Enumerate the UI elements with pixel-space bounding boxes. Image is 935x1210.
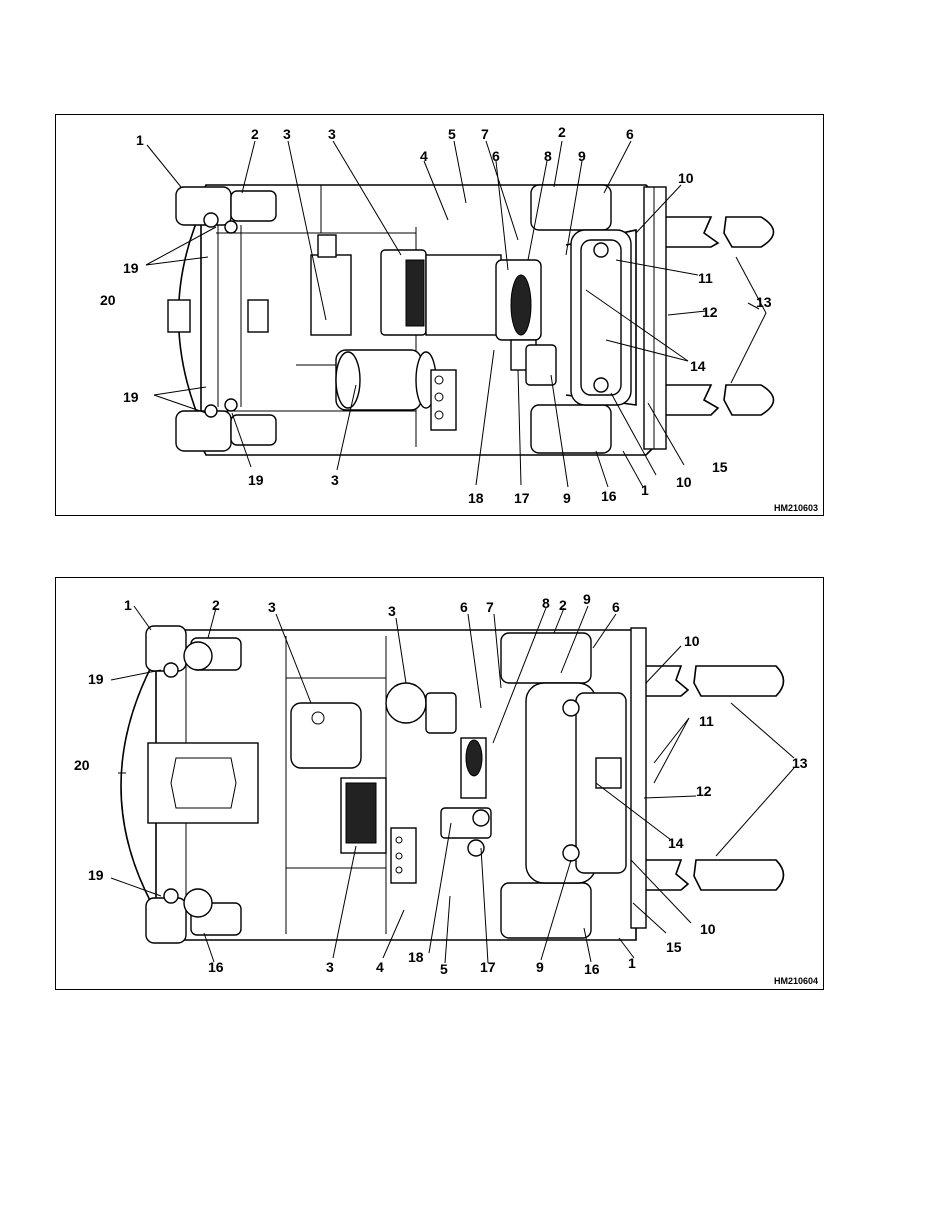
leader-lines	[145, 140, 767, 488]
callout-9: 9	[578, 148, 586, 164]
callout-1: 1	[641, 482, 649, 498]
front-axle-assembly	[530, 184, 637, 454]
callout-9: 9	[536, 959, 544, 975]
hydraulic-pump	[440, 737, 492, 857]
terminal-block	[390, 827, 417, 884]
callout-5: 5	[448, 126, 456, 142]
callout-6: 6	[612, 599, 620, 615]
callout-3: 3	[388, 603, 396, 619]
figure-id-label: HM210604	[774, 976, 818, 986]
control-box	[310, 234, 352, 336]
callout-10: 10	[700, 921, 716, 937]
hydraulic-pump	[495, 259, 557, 386]
callout-2: 2	[251, 126, 259, 142]
callout-5: 5	[440, 961, 448, 977]
drive-motor	[290, 702, 362, 769]
callout-16: 16	[584, 961, 600, 977]
pump-motor	[380, 249, 427, 336]
callout-10: 10	[684, 633, 700, 649]
pump-motor	[340, 777, 387, 854]
truck-chassis-diagram-top: 1 2 3 3 4 5 7 8 2 9 6 6 10 19 11 13 20 1…	[100, 124, 818, 513]
diagram-panel-bottom: 1 2 3 3 6 7 8 2 9 6 10 19 11 20 13 12 14…	[55, 577, 824, 990]
callout-17: 17	[514, 490, 530, 506]
callout-3: 3	[328, 126, 336, 142]
callout-15: 15	[666, 939, 682, 955]
callout-15: 15	[712, 459, 728, 475]
callout-4: 4	[420, 148, 428, 164]
diagram-panel-top: 1 2 3 3 4 5 7 8 2 9 6 6 10 19 11 13 20 1…	[55, 114, 824, 516]
callout-18: 18	[408, 949, 424, 965]
front-axle-assembly	[500, 632, 627, 939]
callout-6: 6	[626, 126, 634, 142]
callout-8: 8	[542, 595, 550, 611]
callout-17: 17	[480, 959, 496, 975]
leader-lines	[110, 605, 795, 964]
fork-lower	[646, 859, 785, 891]
callout-4: 4	[376, 959, 384, 975]
callout-7: 7	[481, 126, 489, 142]
callout-19: 19	[88, 671, 104, 687]
callout-12: 12	[702, 304, 718, 320]
callout-19: 19	[88, 867, 104, 883]
callout-1: 1	[124, 597, 132, 613]
fork-carriage	[630, 627, 647, 929]
round-component	[385, 682, 457, 734]
fork-lower	[666, 384, 775, 416]
callout-8: 8	[544, 148, 552, 164]
callout-2: 2	[558, 124, 566, 140]
callout-20: 20	[74, 757, 90, 773]
contactor-panel	[425, 254, 502, 431]
figure-id-label: HM210603	[774, 503, 818, 513]
callout-14: 14	[690, 358, 706, 374]
callout-6: 6	[492, 148, 500, 164]
callout-11: 11	[699, 713, 714, 729]
callout-3: 3	[326, 959, 334, 975]
callout-12: 12	[696, 783, 712, 799]
callout-10: 10	[678, 170, 694, 186]
callout-3: 3	[283, 126, 291, 142]
callout-18: 18	[468, 490, 484, 506]
callout-16: 16	[208, 959, 224, 975]
rear-axle-assembly	[167, 186, 277, 452]
callout-19: 19	[123, 260, 139, 276]
callout-11: 11	[698, 270, 713, 286]
fork-upper	[646, 665, 785, 697]
truck-chassis-diagram-bottom: 1 2 3 3 6 7 8 2 9 6 10 19 11 20 13 12 14…	[74, 591, 818, 986]
callout-3: 3	[331, 472, 339, 488]
callout-6: 6	[460, 599, 468, 615]
callout-19: 19	[248, 472, 264, 488]
callout-10: 10	[676, 474, 692, 490]
fork-carriage	[643, 186, 667, 450]
callout-13: 13	[792, 755, 808, 771]
callout-3: 3	[268, 599, 276, 615]
drive-motor	[335, 349, 437, 411]
callout-16: 16	[601, 488, 617, 504]
callout-1: 1	[628, 955, 636, 971]
fork-upper	[666, 216, 775, 248]
callout-7: 7	[486, 599, 494, 615]
rear-axle-assembly	[145, 625, 259, 944]
callout-20: 20	[100, 292, 116, 308]
callout-19: 19	[123, 389, 139, 405]
callout-13: 13	[756, 294, 772, 310]
callout-2: 2	[212, 597, 220, 613]
callout-9: 9	[563, 490, 571, 506]
callout-14: 14	[668, 835, 684, 851]
callout-2: 2	[559, 597, 567, 613]
callout-9: 9	[583, 591, 591, 607]
callout-1: 1	[136, 132, 144, 148]
